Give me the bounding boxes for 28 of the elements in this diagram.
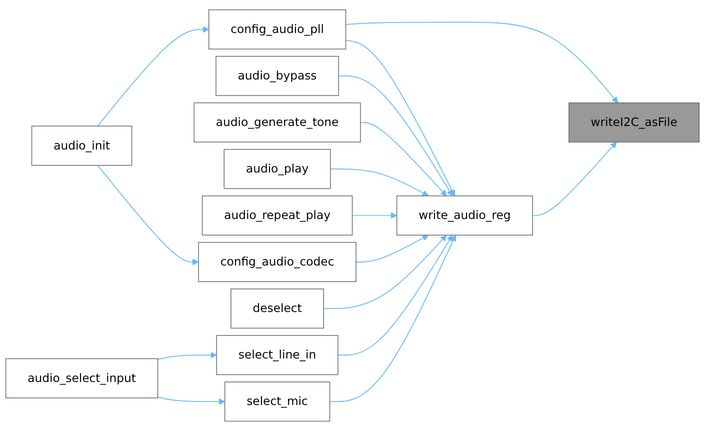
node-box: audio_select_input <box>5 358 158 398</box>
arrow <box>352 212 398 219</box>
node-box: audio_bypass <box>216 56 339 96</box>
arrow <box>157 352 217 360</box>
node-box: deselect <box>230 288 324 329</box>
node-box: audio_repeat_play <box>202 196 353 236</box>
node-box: audio_init <box>31 126 132 166</box>
arrow <box>329 234 456 402</box>
arrow <box>330 168 429 196</box>
arrow <box>345 22 618 104</box>
arrow <box>360 122 447 196</box>
arrow <box>338 76 453 196</box>
arrow <box>97 26 210 127</box>
arrow <box>338 234 453 356</box>
node-box: writeI2C_asFile <box>568 102 700 142</box>
arrow <box>157 396 226 405</box>
node-box: audio_play <box>224 149 331 189</box>
node-box: audio_generate_tone <box>194 102 361 142</box>
arrow <box>323 234 447 309</box>
arrow <box>345 40 456 196</box>
node-box: config_audio_codec <box>198 242 356 282</box>
arrow <box>356 234 429 262</box>
node-box: write_audio_reg <box>396 196 533 236</box>
node-box: select_mic <box>224 382 330 422</box>
node-box: select_line_in <box>216 335 338 376</box>
node-box: config_audio_pll <box>208 9 346 50</box>
arrow <box>97 164 199 266</box>
arrow <box>532 142 617 216</box>
